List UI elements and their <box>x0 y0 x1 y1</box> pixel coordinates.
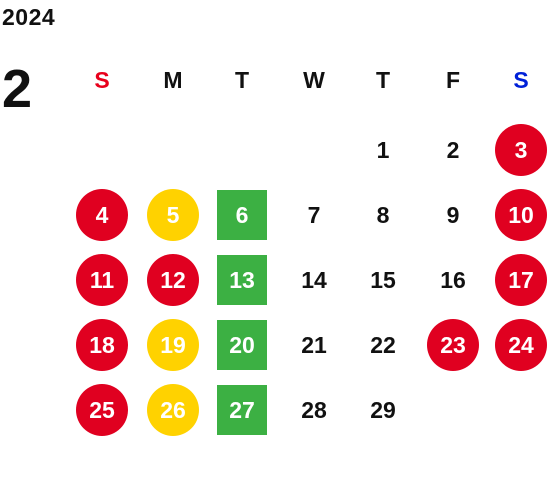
day-cell[interactable]: 13 <box>217 255 267 305</box>
weekday-header: T <box>234 66 250 93</box>
day-cell[interactable]: 1 <box>376 136 390 163</box>
day-cell[interactable]: 27 <box>217 385 267 435</box>
day-cell[interactable]: 9 <box>446 201 460 228</box>
day-cell[interactable]: 19 <box>147 319 199 371</box>
day-cell[interactable]: 29 <box>370 396 396 423</box>
day-cell[interactable]: 18 <box>76 319 128 371</box>
day-cell[interactable]: 26 <box>147 384 199 436</box>
weekday-header: W <box>303 66 325 93</box>
day-cell[interactable]: 23 <box>427 319 479 371</box>
weekday-header: S <box>513 66 529 93</box>
day-cell[interactable]: 5 <box>147 189 199 241</box>
calendar-year: 2024 <box>2 4 56 30</box>
day-cell[interactable]: 21 <box>301 331 327 358</box>
day-cell[interactable]: 14 <box>301 266 327 293</box>
day-cell[interactable]: 6 <box>217 190 267 240</box>
day-cell[interactable]: 15 <box>370 266 396 293</box>
day-cell[interactable]: 10 <box>495 189 547 241</box>
calendar-month: 2 <box>2 59 33 119</box>
day-cell[interactable]: 2 <box>446 136 460 163</box>
day-cell[interactable]: 17 <box>495 254 547 306</box>
weekday-header: T <box>375 66 391 93</box>
day-cell[interactable]: 22 <box>370 331 396 358</box>
day-cell[interactable]: 16 <box>440 266 466 293</box>
day-cell[interactable]: 3 <box>495 124 547 176</box>
day-cell[interactable]: 25 <box>76 384 128 436</box>
day-cell[interactable]: 12 <box>147 254 199 306</box>
day-cell[interactable]: 28 <box>301 396 327 423</box>
day-cell[interactable]: 11 <box>76 254 128 306</box>
day-cell[interactable]: 8 <box>376 201 390 228</box>
day-cell[interactable]: 4 <box>76 189 128 241</box>
weekday-header: M <box>163 66 183 93</box>
day-cell[interactable]: 7 <box>307 201 321 228</box>
day-cell[interactable]: 20 <box>217 320 267 370</box>
weekday-header: F <box>445 66 461 93</box>
weekday-header: S <box>94 66 110 93</box>
day-cell[interactable]: 24 <box>495 319 547 371</box>
